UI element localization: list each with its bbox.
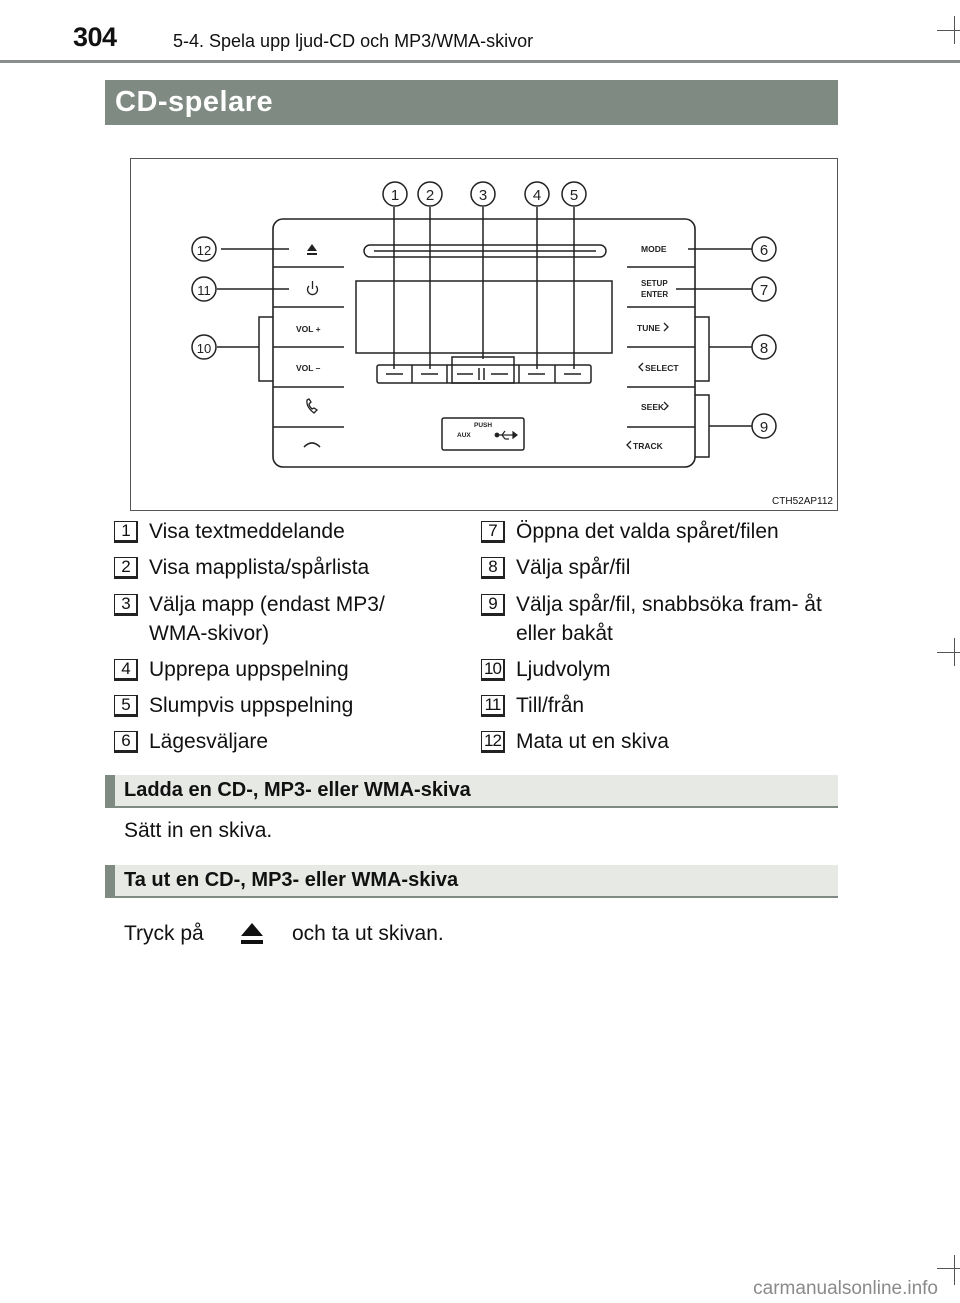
track-label: TRACK: [633, 441, 664, 451]
push-label: PUSH: [474, 422, 492, 429]
legend-text: Välja spår/fil: [516, 556, 631, 579]
callout-9: 9: [760, 419, 768, 436]
crop-mark: [954, 16, 955, 44]
legend-number: 5: [114, 695, 138, 717]
hang-up-icon: [303, 442, 321, 448]
legend-number: 12: [481, 731, 505, 753]
page-number: 304: [73, 22, 117, 52]
legend-text: Välja mapp (endast MP3/ WMA-skivor): [149, 593, 385, 645]
power-icon: [306, 281, 319, 296]
legend-text: Visa mapplista/spårlista: [149, 556, 370, 579]
legend-number: 2: [114, 557, 138, 579]
callout-6: 6: [760, 242, 768, 259]
figure-code: CTH52AP112: [772, 496, 833, 507]
mode-label: MODE: [641, 244, 667, 254]
enter-label: ENTER: [641, 290, 668, 299]
tune-label: TUNE: [637, 323, 660, 333]
callout-5: 5: [570, 187, 578, 204]
crop-mark: [937, 1268, 960, 1269]
legend-text: Visa textmeddelande: [149, 520, 345, 543]
legend-number: 8: [481, 557, 505, 579]
setup-label: SETUP: [641, 279, 668, 288]
legend-text: Mata ut en skiva: [516, 730, 669, 753]
select-label: SELECT: [645, 363, 679, 373]
chevron-right-icon: [663, 322, 669, 332]
legend-number: 10: [481, 659, 505, 681]
legend-text: Upprepa uppspelning: [149, 658, 349, 681]
usb-icon: [494, 430, 518, 440]
eject-text-after: och ta ut skivan.: [292, 922, 444, 945]
legend-number: 1: [114, 521, 138, 543]
crop-mark: [954, 638, 955, 666]
vol-down-label: VOL –: [296, 363, 321, 373]
section-title: CD-spelare: [105, 80, 838, 125]
crop-mark: [937, 652, 960, 653]
eject-disc-heading: Ta ut en CD-, MP3- eller WMA-skiva: [105, 865, 838, 898]
legend-text: Slumpvis uppspelning: [149, 694, 354, 717]
cd-player-figure: VOL + VOL – MODE SETUP ENTER TUNE SELECT…: [130, 158, 838, 511]
legend-text: Öppna det valda spåret/filen: [516, 520, 779, 543]
callout-10: 10: [197, 341, 211, 356]
crop-mark: [954, 1255, 955, 1285]
callout-3: 3: [479, 187, 487, 204]
callout-12: 12: [197, 243, 211, 258]
chevron-right-icon: [663, 401, 669, 411]
load-disc-text: Sätt in en skiva.: [124, 819, 273, 842]
callout-11: 11: [197, 283, 211, 298]
seek-label: SEEK: [641, 402, 665, 412]
legend-text: Lägesväljare: [149, 730, 269, 753]
crop-mark: [937, 30, 960, 31]
legend-number: 9: [481, 594, 505, 616]
header-rule: [0, 60, 960, 63]
vol-up-label: VOL +: [296, 324, 321, 334]
legend-number: 11: [481, 695, 505, 717]
eject-text-before: Tryck på: [124, 922, 204, 945]
aux-label: AUX: [457, 432, 471, 439]
callout-2: 2: [426, 187, 434, 204]
chevron-left-icon: [638, 362, 644, 372]
legend-text: Välja spår/fil, snabbsöka fram- åt eller…: [516, 593, 822, 645]
callout-4: 4: [533, 187, 541, 204]
callout-1: 1: [391, 187, 399, 204]
legend-number: 3: [114, 594, 138, 616]
legend-text: Ljudvolym: [516, 658, 611, 681]
legend-number: 7: [481, 521, 505, 543]
watermark: carmanualsonline.info: [753, 1278, 938, 1299]
legend-number: 4: [114, 659, 138, 681]
chevron-left-icon: [626, 440, 632, 450]
legend-number: 6: [114, 731, 138, 753]
chapter-title: 5-4. Spela upp ljud-CD och MP3/WMA-skivo…: [173, 31, 534, 51]
legend-text: Till/från: [516, 694, 585, 717]
eject-icon: [241, 923, 263, 944]
phone-icon: [306, 398, 319, 414]
callout-7: 7: [760, 282, 768, 299]
load-disc-heading: Ladda en CD-, MP3- eller WMA-skiva: [105, 775, 838, 808]
callout-8: 8: [760, 340, 768, 357]
eject-icon: [307, 244, 317, 255]
